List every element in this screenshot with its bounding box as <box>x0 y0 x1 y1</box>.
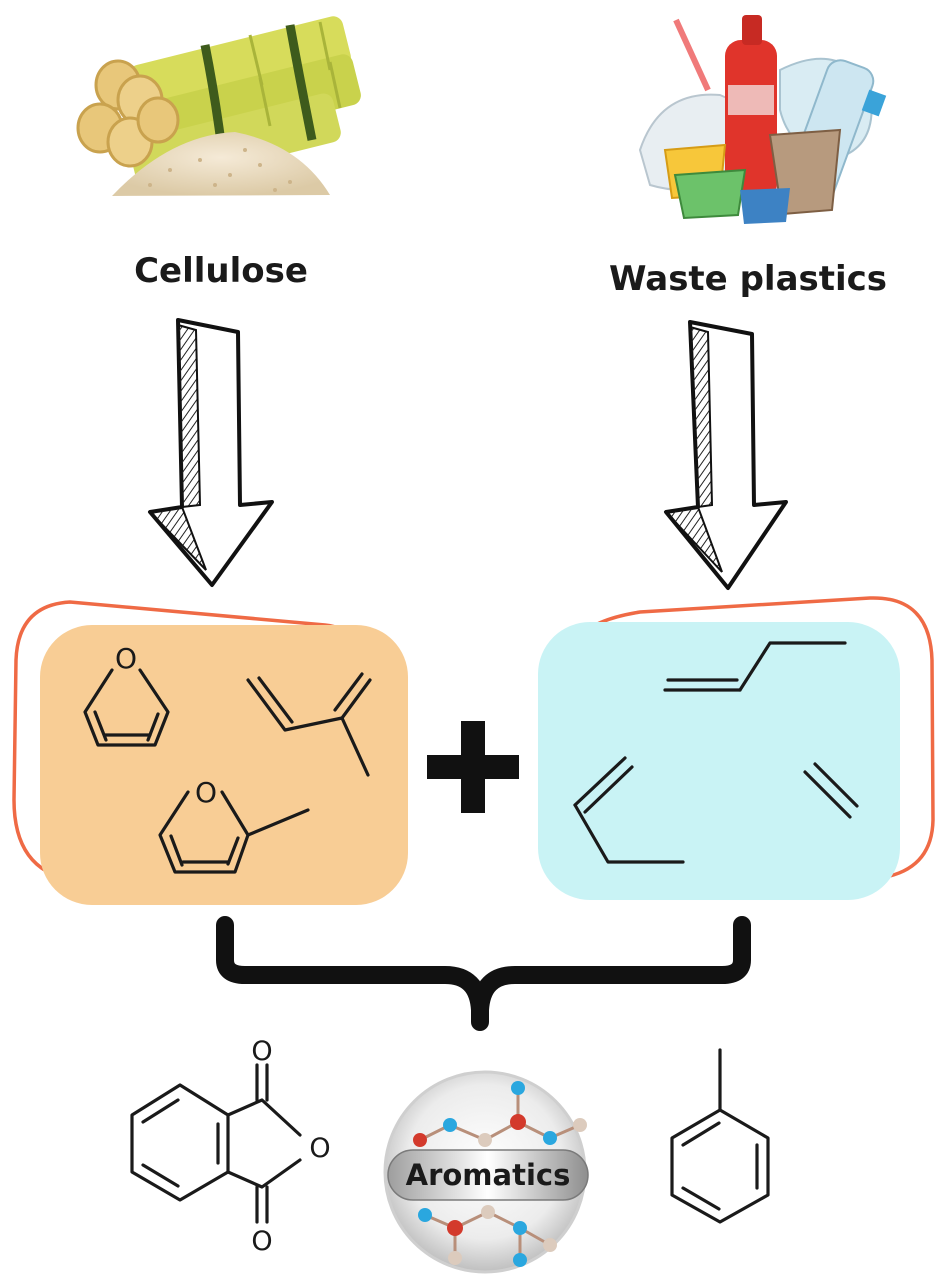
sugarcane-bundle-icon <box>76 16 361 196</box>
ethylene-molecule <box>803 762 859 819</box>
oxygen-atom: O <box>195 776 217 809</box>
aromatics-label: Aromatics <box>406 1158 571 1192</box>
waste-plastics-label: Waste plastics <box>609 259 887 299</box>
cellulose-label: Cellulose <box>134 251 308 291</box>
plastics-products-panel <box>538 596 935 900</box>
merge-brace <box>216 916 751 1031</box>
phthalic-anhydride-molecule: O O O <box>130 1036 331 1257</box>
toluene-molecule <box>670 1048 770 1224</box>
waste-plastics-pile-icon <box>638 15 887 224</box>
oxygen-atom: O <box>251 1226 272 1257</box>
methylfuran-molecule: O <box>158 776 310 874</box>
down-arrow-right-icon <box>663 320 788 590</box>
oxygen-atom: O <box>251 1036 272 1067</box>
oxygen-atom: O <box>115 642 137 675</box>
furan-molecule: O <box>83 642 170 747</box>
down-arrow-left-icon <box>147 318 274 587</box>
aromatics-badge: Aromatics <box>383 1070 589 1274</box>
cellulose-products-panel <box>12 600 408 905</box>
butene-molecule <box>663 641 847 692</box>
isoprene-molecule <box>246 672 372 777</box>
plus-sign <box>427 721 519 813</box>
oxygen-atom: O <box>309 1133 330 1164</box>
butene-molecule-2 <box>573 756 685 864</box>
